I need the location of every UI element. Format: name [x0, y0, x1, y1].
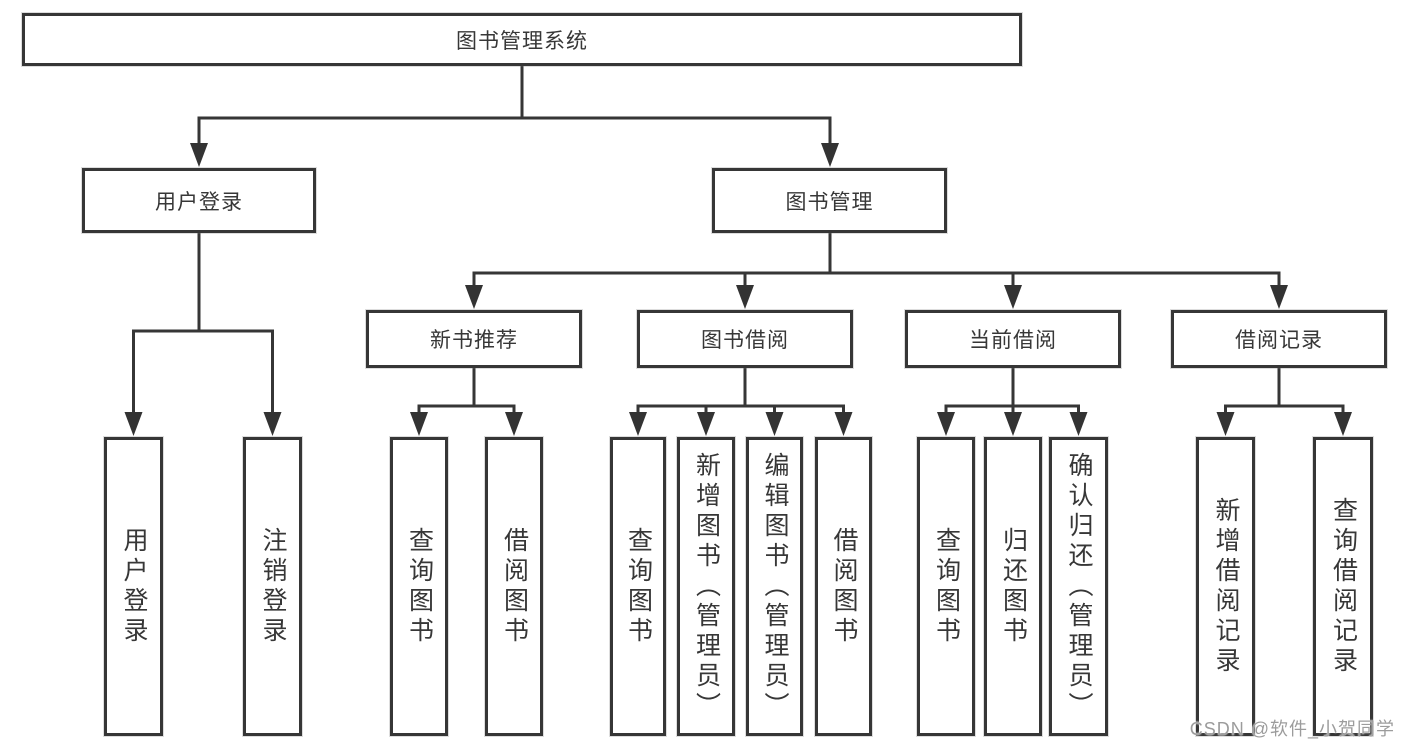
node-new-book-recommend: 新书推荐 [366, 310, 582, 368]
node-user-login: 用户登录 [82, 168, 316, 233]
node-label: 新书推荐 [430, 329, 518, 352]
leaf-borrow-book: 借阅图书 [815, 437, 872, 736]
node-borrowing-records: 借阅记录 [1171, 310, 1387, 368]
leaf-add-borrow-record: 新增借阅记录 [1196, 437, 1255, 736]
leaf-query-books: 查询图书 [610, 437, 666, 736]
leaf-label: 查询图书 [932, 526, 961, 647]
leaf-label: 借阅图书 [830, 526, 858, 647]
leaf-label: 新增图书（管理员） [692, 451, 721, 722]
leaf-label: 查询图书 [405, 526, 434, 647]
leaf-confirm-return-admin: 确认归还（管理员） [1049, 437, 1108, 736]
node-book-management: 图书管理 [712, 168, 947, 233]
node-label: 图书管理系统 [456, 29, 588, 53]
leaf-add-book-admin: 新增图书（管理员） [677, 437, 735, 736]
node-label: 当前借阅 [969, 329, 1057, 352]
leaf-query-borrow-record: 查询借阅记录 [1313, 437, 1373, 736]
leaf-logout: 注销登录 [243, 437, 302, 736]
connector-lines [132, 66, 1345, 417]
node-label: 用户登录 [155, 190, 243, 214]
node-library-management-system: 图书管理系统 [22, 13, 1022, 66]
leaf-label: 查询借阅记录 [1329, 496, 1358, 677]
leaf-label: 查询图书 [624, 526, 653, 647]
leaf-query-books: 查询图书 [390, 437, 448, 736]
leaf-label: 编辑图书（管理员） [761, 451, 789, 722]
arrowheads [124, 143, 1352, 436]
node-label: 借阅记录 [1235, 329, 1323, 352]
leaf-query-books: 查询图书 [917, 437, 975, 736]
leaf-borrow-book: 借阅图书 [485, 437, 543, 736]
leaf-user-login: 用户登录 [104, 437, 163, 736]
leaf-label: 注销登录 [259, 526, 287, 647]
node-book-borrowing: 图书借阅 [637, 310, 853, 368]
leaf-return-book: 归还图书 [984, 437, 1042, 736]
leaf-edit-book-admin: 编辑图书（管理员） [746, 437, 803, 736]
leaf-label: 借阅图书 [500, 526, 529, 647]
node-label: 图书借阅 [701, 329, 789, 352]
watermark: CSDN @软件_小贺同学 [1189, 719, 1395, 739]
leaf-label: 确认归还（管理员） [1065, 451, 1093, 722]
node-current-borrowing: 当前借阅 [905, 310, 1121, 368]
leaf-label: 新增借阅记录 [1212, 496, 1240, 677]
node-label: 图书管理 [785, 190, 874, 214]
leaf-label: 用户登录 [120, 526, 148, 647]
leaf-label: 归还图书 [999, 526, 1028, 647]
